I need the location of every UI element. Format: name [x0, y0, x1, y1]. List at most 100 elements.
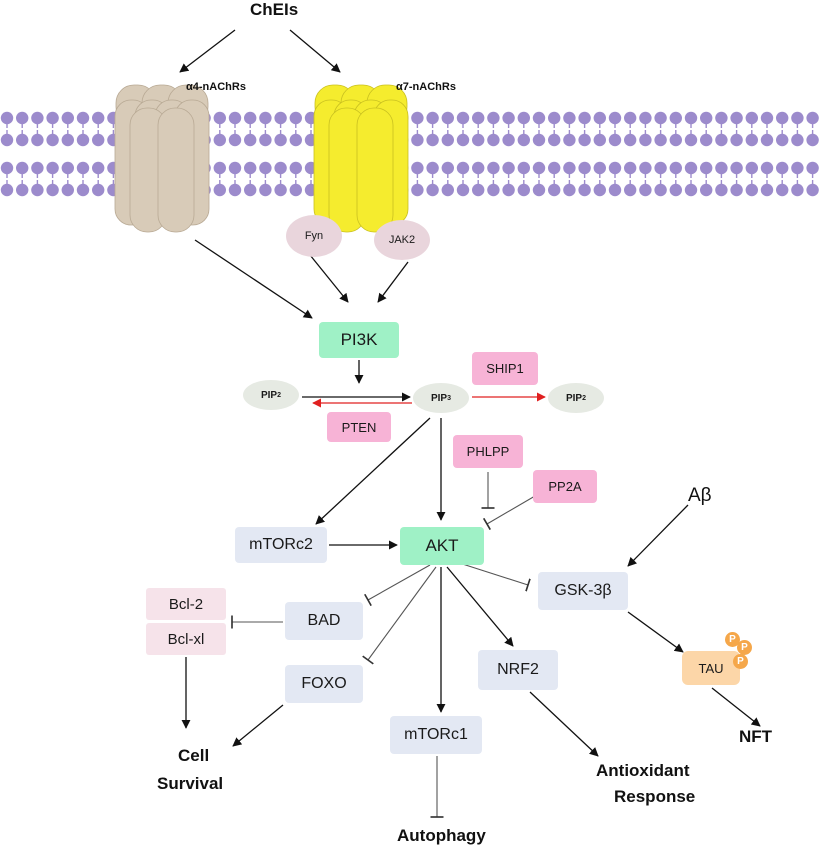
lipid-head	[289, 111, 302, 125]
ship1-node: SHIP1	[472, 352, 538, 385]
lipid-head	[441, 133, 454, 147]
lipid-head	[624, 161, 637, 175]
lipid-head	[776, 161, 789, 175]
phosphate-1-icon: P	[725, 632, 740, 647]
lipid-head	[608, 161, 622, 175]
bclxl-node: Bcl-xl	[146, 623, 226, 655]
abeta-label: Aβ	[688, 485, 712, 506]
nrf2-node: NRF2	[478, 650, 558, 690]
lipid-head	[213, 111, 226, 125]
lipid-head	[639, 161, 652, 175]
chei-label: ChEIs	[250, 0, 299, 19]
phosphate-2-icon: P	[737, 640, 752, 655]
lipid-head	[472, 183, 485, 197]
lipid-head	[548, 133, 561, 147]
lipid-head	[730, 183, 743, 197]
lipid-head	[639, 111, 652, 125]
lipid-head	[76, 161, 90, 175]
a7-nachr-label: α7-nAChRs	[396, 81, 456, 93]
a4-nachr-receptor-subunit-front	[157, 107, 195, 233]
phlpp-node: PHLPP	[453, 435, 523, 468]
lipid-head	[760, 133, 774, 147]
lipid-head	[92, 111, 105, 125]
edge-akt-to-nrf2	[446, 566, 514, 647]
lipid-head	[806, 133, 819, 147]
lipid-head	[608, 133, 622, 147]
edge-akt-inhibits-foxo	[362, 566, 437, 665]
lipid-head	[669, 111, 682, 125]
lipid-head	[502, 183, 515, 197]
lipid-head	[684, 133, 698, 147]
lipid-head	[456, 183, 470, 197]
pip2-left-label: PIP	[260, 389, 278, 401]
lipid-head	[411, 111, 424, 125]
lipid-head	[456, 111, 470, 125]
nft-label: NFT	[739, 727, 773, 746]
lipid-head	[61, 161, 74, 175]
gsk3b-node: GSK-3β	[538, 572, 628, 610]
lipid-head	[639, 133, 652, 147]
lipid-head	[745, 161, 758, 175]
lipid-head	[92, 133, 105, 147]
lipid-head	[806, 183, 819, 197]
lipid-head	[745, 111, 758, 125]
lipid-head	[0, 133, 14, 147]
lipid-head	[532, 111, 546, 125]
lipid-head	[487, 133, 500, 147]
lipid-head	[745, 133, 758, 147]
edge-chei-to-a7	[289, 29, 341, 73]
edge-pip3-to-mtorc2	[315, 417, 431, 525]
lipid-head	[259, 161, 272, 175]
lipid-head	[654, 133, 667, 147]
lipid-head	[456, 133, 470, 147]
lipid-head	[669, 161, 682, 175]
lipid-head	[715, 161, 728, 175]
lipid-head	[16, 183, 29, 197]
lipid-head	[700, 111, 713, 125]
lipid-head	[578, 161, 591, 175]
lipid-head	[593, 111, 606, 125]
lipid-head	[289, 133, 302, 147]
lipid-head	[46, 111, 59, 125]
lipid-head	[0, 161, 14, 175]
lipid-head	[92, 183, 105, 197]
lipid-head	[548, 161, 561, 175]
lipid-head	[259, 111, 272, 125]
lipid-head	[244, 111, 257, 125]
lipid-head	[259, 183, 272, 197]
lipid-head	[700, 183, 713, 197]
receptors	[114, 84, 409, 233]
lipid-head	[426, 161, 439, 175]
edge-akt-inhibits-bad	[364, 564, 431, 607]
lipid-head	[228, 161, 242, 175]
lipid-head	[715, 183, 728, 197]
lipid-head	[76, 183, 90, 197]
pten-node: PTEN	[327, 412, 391, 442]
lipid-head	[46, 133, 59, 147]
lipid-head	[806, 111, 819, 125]
lipid-head	[31, 111, 44, 125]
edge-fyn-to-pi3k	[309, 254, 349, 303]
edge-pp2a-inhibits-akt	[482, 495, 536, 531]
lipid-head	[624, 111, 637, 125]
a4-nachr-receptor	[114, 84, 210, 233]
lipid-head	[730, 161, 743, 175]
lipid-head	[441, 111, 454, 125]
lipid-head	[745, 183, 758, 197]
lipid-head	[548, 183, 561, 197]
edge-tau-to-nft	[711, 687, 761, 727]
lipid-head	[791, 183, 804, 197]
lipid-head	[760, 111, 774, 125]
lipid-head	[624, 183, 637, 197]
lipid-head	[760, 161, 774, 175]
lipid-head	[624, 133, 637, 147]
lipid-head	[791, 133, 804, 147]
lipid-head	[684, 183, 698, 197]
lipid-head	[487, 161, 500, 175]
lipid-head	[274, 161, 287, 175]
lipid-head	[639, 183, 652, 197]
